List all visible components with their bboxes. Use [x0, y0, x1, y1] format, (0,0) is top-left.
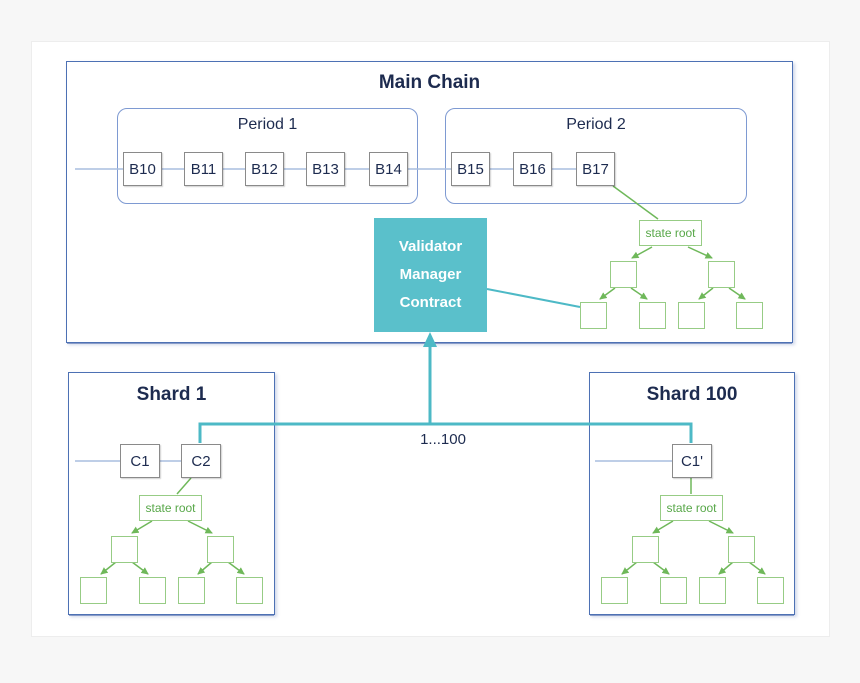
- main-chain-block: B11: [184, 152, 223, 186]
- state-root-box: state root: [639, 220, 702, 246]
- tree-leaf: [178, 577, 205, 604]
- tree-leaf: [736, 302, 763, 329]
- tree-leaf: [80, 577, 107, 604]
- tree-leaf: [139, 577, 166, 604]
- shard-block: C2: [181, 444, 221, 478]
- shard-100-title: Shard 100: [646, 384, 738, 405]
- vmc-line: Validator: [398, 238, 463, 255]
- period-1-box: [117, 108, 418, 204]
- vmc-line: Contract: [399, 294, 462, 311]
- tree-leaf: [580, 302, 607, 329]
- shard-1-title: Shard 1: [136, 384, 207, 405]
- state-root-box: state root: [139, 495, 202, 521]
- shard-block: C1: [120, 444, 160, 478]
- vmc-line: Manager: [399, 266, 462, 283]
- period-2-box: [445, 108, 747, 204]
- tree-node: [610, 261, 637, 288]
- shard-range-label: 1...100: [420, 431, 466, 448]
- tree-node: [708, 261, 735, 288]
- main-chain-block: B17: [576, 152, 615, 186]
- main-chain-block: B12: [245, 152, 284, 186]
- tree-node: [632, 536, 659, 563]
- period-2-label: Period 2: [566, 116, 626, 133]
- tree-leaf: [699, 577, 726, 604]
- tree-leaf: [757, 577, 784, 604]
- tree-leaf: [639, 302, 666, 329]
- tree-node: [207, 536, 234, 563]
- tree-leaf: [678, 302, 705, 329]
- tree-node: [111, 536, 138, 563]
- main-chain-block: B14: [369, 152, 408, 186]
- period-1-label: Period 1: [237, 116, 298, 133]
- state-root-box: state root: [660, 495, 723, 521]
- validator-manager-contract: Validator Manager Contract: [374, 218, 487, 332]
- main-chain-title: Main Chain: [378, 72, 481, 93]
- main-chain-block: B16: [513, 152, 552, 186]
- tree-leaf: [236, 577, 263, 604]
- main-chain-block: B15: [451, 152, 490, 186]
- tree-leaf: [601, 577, 628, 604]
- main-chain-block: B13: [306, 152, 345, 186]
- shard-block: C1': [672, 444, 712, 478]
- main-chain-block: B10: [123, 152, 162, 186]
- tree-leaf: [660, 577, 687, 604]
- tree-node: [728, 536, 755, 563]
